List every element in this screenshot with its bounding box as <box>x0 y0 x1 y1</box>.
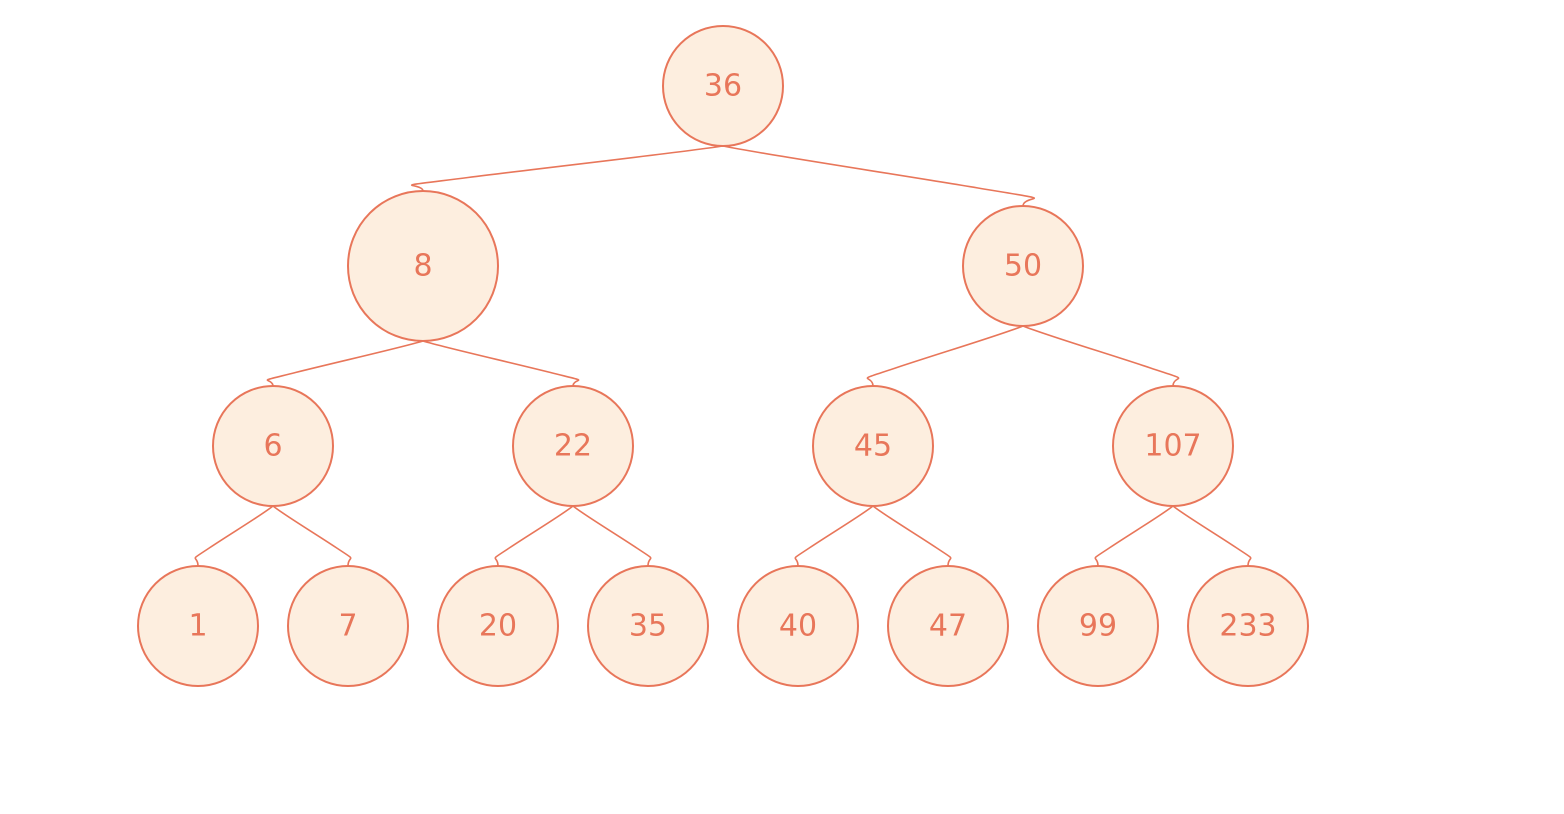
node-label: 47 <box>929 609 967 644</box>
tree-node-root-right-right-left: 99 <box>1037 565 1159 687</box>
tree-node-root-left-right: 22 <box>512 385 634 507</box>
node-circle <box>1187 565 1309 687</box>
node-circle <box>737 565 859 687</box>
node-label: 50 <box>1004 249 1042 284</box>
node-label: 233 <box>1219 609 1276 644</box>
tree-node-root-left-left-left: 1 <box>137 565 259 687</box>
node-circle <box>887 565 1009 687</box>
node-circle <box>662 25 784 147</box>
node-circle <box>1037 565 1159 687</box>
node-circle <box>212 385 334 507</box>
edge-root-right-left <box>866 325 1024 387</box>
tree-edges <box>194 145 1252 567</box>
node-circle <box>587 565 709 687</box>
edge-root-right-right-left <box>1094 505 1174 567</box>
edge-root-right-right <box>1022 325 1180 387</box>
tree-node-root: 36 <box>662 25 784 147</box>
edge-root-right-left-left <box>794 505 874 567</box>
edge-root-left <box>411 145 724 192</box>
tree-node-root-left-left-right: 7 <box>287 565 409 687</box>
tree-node-root-left-left: 6 <box>212 385 334 507</box>
node-circle <box>287 565 409 687</box>
edge-root-left-right-left <box>494 505 574 567</box>
edge-root-left-left <box>266 340 424 387</box>
node-label: 36 <box>704 69 742 104</box>
tree-node-root-left-right-right: 35 <box>587 565 709 687</box>
tree-nodes: 36 8 6 1 7 22 20 35 50 45 40 47 107 99 233 <box>137 25 1309 687</box>
edge-root-right-right-right <box>1172 505 1252 567</box>
tree-node-root-right: 50 <box>962 205 1084 327</box>
edge-root-left-right-right <box>572 505 652 567</box>
node-circle <box>137 565 259 687</box>
tree-node-root-right-right: 107 <box>1112 385 1234 507</box>
tree-node-root-right-left: 45 <box>812 385 934 507</box>
node-label: 40 <box>779 609 817 644</box>
node-label: 7 <box>338 609 357 644</box>
tree-node-root-left-right-left: 20 <box>437 565 559 687</box>
node-label: 6 <box>263 429 282 464</box>
node-circle <box>437 565 559 687</box>
node-label: 22 <box>554 429 592 464</box>
edge-root-left-left-right <box>272 505 352 567</box>
node-circle <box>347 190 499 342</box>
node-circle <box>812 385 934 507</box>
node-label: 20 <box>479 609 517 644</box>
tree-node-root-right-right-right: 233 <box>1187 565 1309 687</box>
node-label: 107 <box>1144 429 1201 464</box>
edge-root-right <box>722 145 1035 207</box>
node-circle <box>962 205 1084 327</box>
node-label: 99 <box>1079 609 1117 644</box>
tree-node-root-right-left-right: 47 <box>887 565 1009 687</box>
node-circle <box>1112 385 1234 507</box>
node-label: 35 <box>629 609 667 644</box>
edge-root-left-left-left <box>194 505 274 567</box>
node-label: 45 <box>854 429 892 464</box>
tree-node-root-right-left-left: 40 <box>737 565 859 687</box>
edge-root-left-right <box>422 340 580 387</box>
node-label: 1 <box>188 609 207 644</box>
node-label: 8 <box>413 249 432 284</box>
edge-root-right-left-right <box>872 505 952 567</box>
node-circle <box>512 385 634 507</box>
tree-node-root-left: 8 <box>347 190 499 342</box>
